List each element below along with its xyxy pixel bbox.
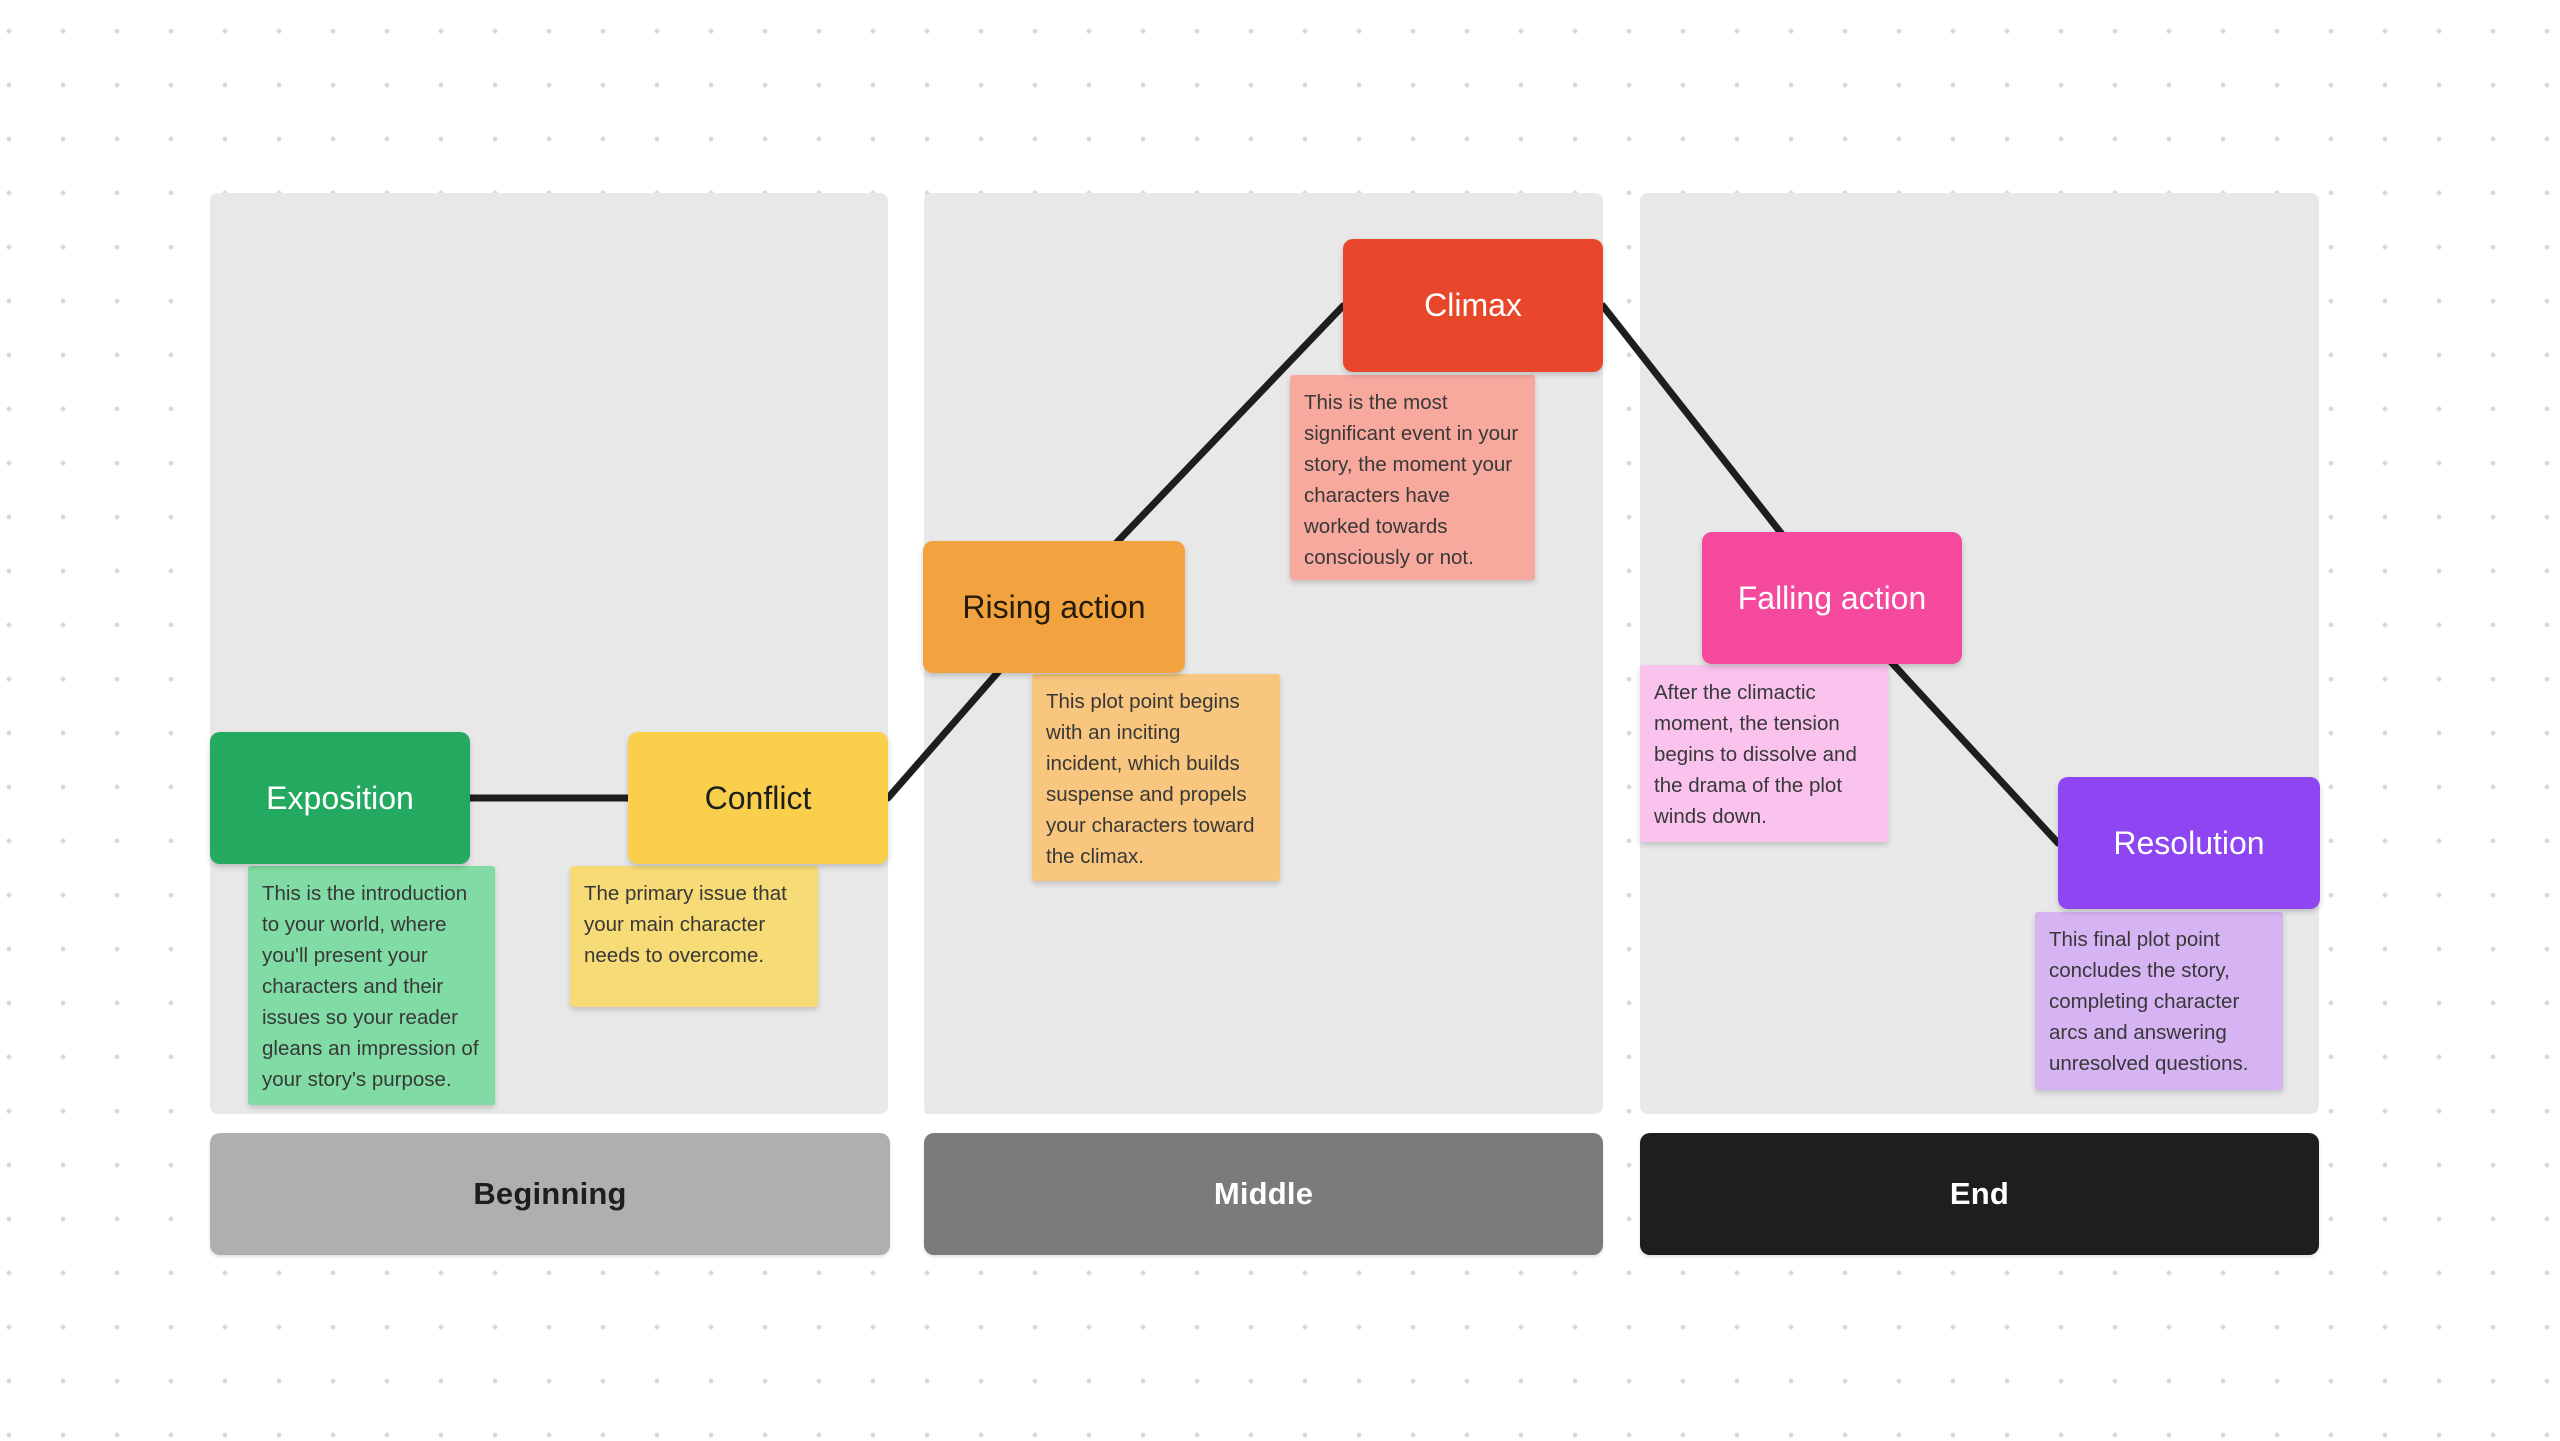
sticky-resolution-note[interactable]: This final plot point concludes the stor… [2035, 912, 2283, 1090]
node-label-falling-action: Falling action [1737, 579, 1927, 616]
sticky-text-resolution-note: This final plot point concludes the stor… [2049, 928, 2249, 1075]
node-label-climax: Climax [1424, 287, 1522, 323]
node-falling-action[interactable]: Falling action [1702, 532, 1962, 664]
node-resolution[interactable]: Resolution [2058, 777, 2320, 909]
section-bar-middle[interactable]: Middle [924, 1133, 1603, 1255]
sticky-text-falling-action-note: After the climactic moment, the tension … [1654, 681, 1857, 828]
sticky-text-climax-note: This is the most significant event in yo… [1304, 391, 1519, 569]
sticky-text-rising-action-note: This plot point begins with an inciting … [1046, 690, 1255, 868]
section-bar-end[interactable]: End [1640, 1133, 2319, 1255]
section-label-beginning: Beginning [473, 1176, 627, 1211]
sticky-falling-action-note[interactable]: After the climactic moment, the tension … [1640, 665, 1888, 842]
node-label-conflict: Conflict [704, 779, 812, 816]
node-label-exposition: Exposition [266, 779, 414, 816]
sticky-text-conflict-note: The primary issue that your main charact… [584, 882, 787, 967]
node-label-rising-action: Rising action [962, 588, 1146, 625]
node-label-resolution: Resolution [2113, 824, 2265, 861]
sticky-exposition-note[interactable]: This is the introduction to your world, … [248, 866, 495, 1105]
node-rising-action[interactable]: Rising action [923, 541, 1185, 673]
section-label-end: End [1949, 1176, 2010, 1211]
node-conflict[interactable]: Conflict [628, 732, 888, 864]
sticky-text-exposition-note: This is the introduction to your world, … [262, 882, 479, 1091]
section-bar-beginning[interactable]: Beginning [210, 1133, 890, 1255]
node-exposition[interactable]: Exposition [210, 732, 470, 864]
sticky-climax-note[interactable]: This is the most significant event in yo… [1290, 375, 1535, 580]
sticky-rising-action-note[interactable]: This plot point begins with an inciting … [1032, 674, 1280, 881]
node-climax[interactable]: Climax [1343, 239, 1603, 372]
sticky-conflict-note[interactable]: The primary issue that your main charact… [570, 866, 818, 1007]
section-label-middle: Middle [1213, 1176, 1314, 1211]
